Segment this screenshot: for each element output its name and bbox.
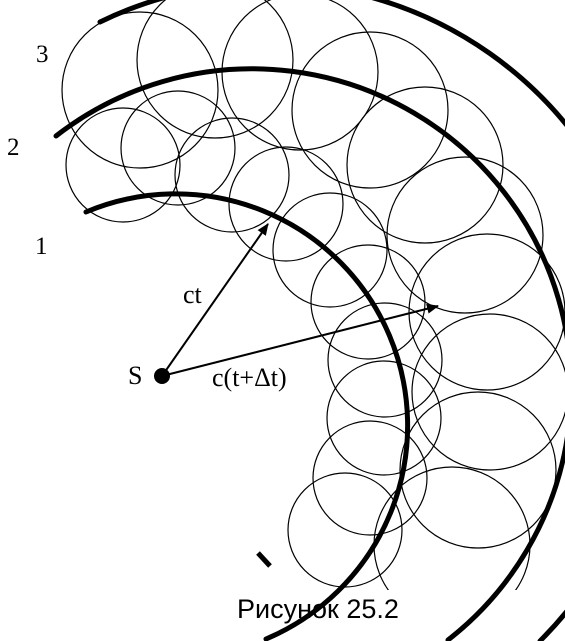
wavefront-3 — [97, 0, 565, 641]
wavelet-ring1-6 — [327, 302, 443, 418]
wavelet-ring1-8 — [312, 420, 428, 536]
wavelet-ring1-1 — [120, 90, 236, 206]
wavelet-ring2-7 — [411, 313, 565, 471]
wavefront-1-tail — [256, 551, 272, 568]
wavefront-1 — [83, 191, 411, 641]
wavefront-label-3: 3 — [36, 41, 49, 68]
wavelet-ring2-3 — [291, 31, 449, 189]
wavelet-ring1-5 — [310, 244, 426, 360]
wavelet-ring2-1 — [136, 0, 294, 139]
wavelet-ring1-3 — [228, 146, 344, 262]
source-label: S — [128, 361, 142, 390]
wavefront-2 — [53, 66, 565, 641]
secondary-wavelets — [61, 0, 565, 590]
wavelet-ring2-5 — [386, 156, 544, 314]
figure-caption: Рисунок 25.2 — [237, 594, 399, 624]
wavefront-label-2: 2 — [7, 134, 20, 161]
wavelet-ring2-4 — [346, 86, 504, 244]
radius-arrow-ct — [161, 223, 269, 377]
wavelet-ring1-4 — [272, 192, 388, 308]
wavelet-ring2-0 — [61, 11, 219, 169]
wavelet-ring1-0 — [65, 107, 181, 223]
source-point — [154, 368, 170, 384]
wavelet-ring2-8 — [399, 391, 557, 549]
radius-label-ct: ct — [183, 280, 203, 309]
wavelet-ring1-2 — [174, 117, 290, 233]
radius-label-c-t-dt: c(t+Δt) — [212, 363, 287, 392]
wavelet-ring2-6 — [408, 233, 565, 391]
wavefront-label-1: 1 — [35, 233, 48, 260]
radius-arrow-c-t-dt — [161, 303, 439, 377]
wavelet-ring1-7 — [326, 360, 442, 476]
